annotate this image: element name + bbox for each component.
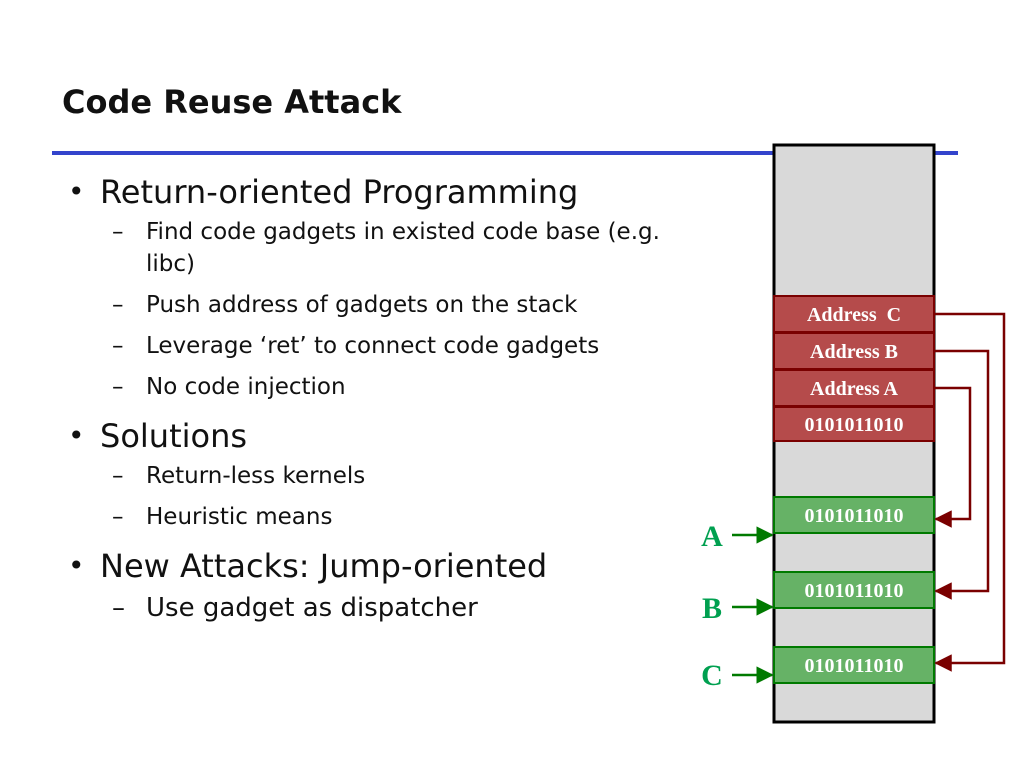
- gadget-box-c: [773, 646, 935, 684]
- stack-cell-address-b: [773, 332, 935, 370]
- return-arrow-address-b: [934, 349, 990, 600]
- slide-title: Code Reuse Attack: [62, 83, 402, 121]
- gadget-box-b-code: 0101011010: [805, 580, 904, 602]
- bullet-rop-text: Return-oriented Programming: [100, 173, 579, 211]
- bullet-solutions: Solutions Return-less kernels Heuristic …: [62, 412, 702, 533]
- stack-cell-address-a: [773, 369, 935, 407]
- stack-cell-address-b-label: Address B: [810, 341, 898, 363]
- stack-cell-address-c-label: Address C: [807, 304, 901, 326]
- sub-bullet-no-injection: No code injection: [62, 371, 702, 403]
- return-arrow-address-c: [934, 312, 1006, 672]
- gadget-box-b: [773, 571, 935, 609]
- sub-bullet-dispatcher: Use gadget as dispatcher: [62, 590, 702, 626]
- entry-label-c: C: [701, 659, 723, 692]
- stack-cell-address-a-label: Address A: [810, 378, 899, 400]
- stack-cell-code-label: 0101011010: [805, 414, 904, 436]
- gadget-box-c-code: 0101011010: [805, 655, 904, 677]
- gadget-box-a: [773, 496, 935, 534]
- return-arrow-address-a: [934, 386, 972, 528]
- sub-bullet-heuristic: Heuristic means: [62, 501, 702, 533]
- bullet-solutions-text: Solutions: [100, 417, 248, 455]
- bullet-list: Return-oriented Programming Find code ga…: [62, 168, 702, 635]
- gadget-box-a-code: 0101011010: [805, 505, 904, 527]
- stack-column: [772, 143, 936, 724]
- sub-bullet-leverage-ret: Leverage ‘ret’ to connect code gadgets: [62, 330, 702, 362]
- stack-cell-address-c: [773, 295, 935, 333]
- new-attacks-sub-list: Use gadget as dispatcher: [62, 590, 702, 626]
- bullet-new-attacks: New Attacks: Jump-oriented Use gadget as…: [62, 542, 702, 626]
- entry-label-a: A: [701, 520, 723, 553]
- title-rule: [52, 151, 958, 155]
- entry-label-b: B: [702, 592, 722, 625]
- sub-bullet-find-gadgets: Find code gadgets in existed code base (…: [62, 216, 702, 280]
- solutions-sub-list: Return-less kernels Heuristic means: [62, 460, 702, 533]
- sub-bullet-return-less: Return-less kernels: [62, 460, 702, 492]
- sub-bullet-push-address: Push address of gadgets on the stack: [62, 289, 702, 321]
- bullet-rop: Return-oriented Programming Find code ga…: [62, 168, 702, 403]
- bullet-new-attacks-text: New Attacks: Jump-oriented: [100, 547, 548, 585]
- stack-cell-code: [773, 406, 935, 442]
- rop-sub-list: Find code gadgets in existed code base (…: [62, 216, 702, 403]
